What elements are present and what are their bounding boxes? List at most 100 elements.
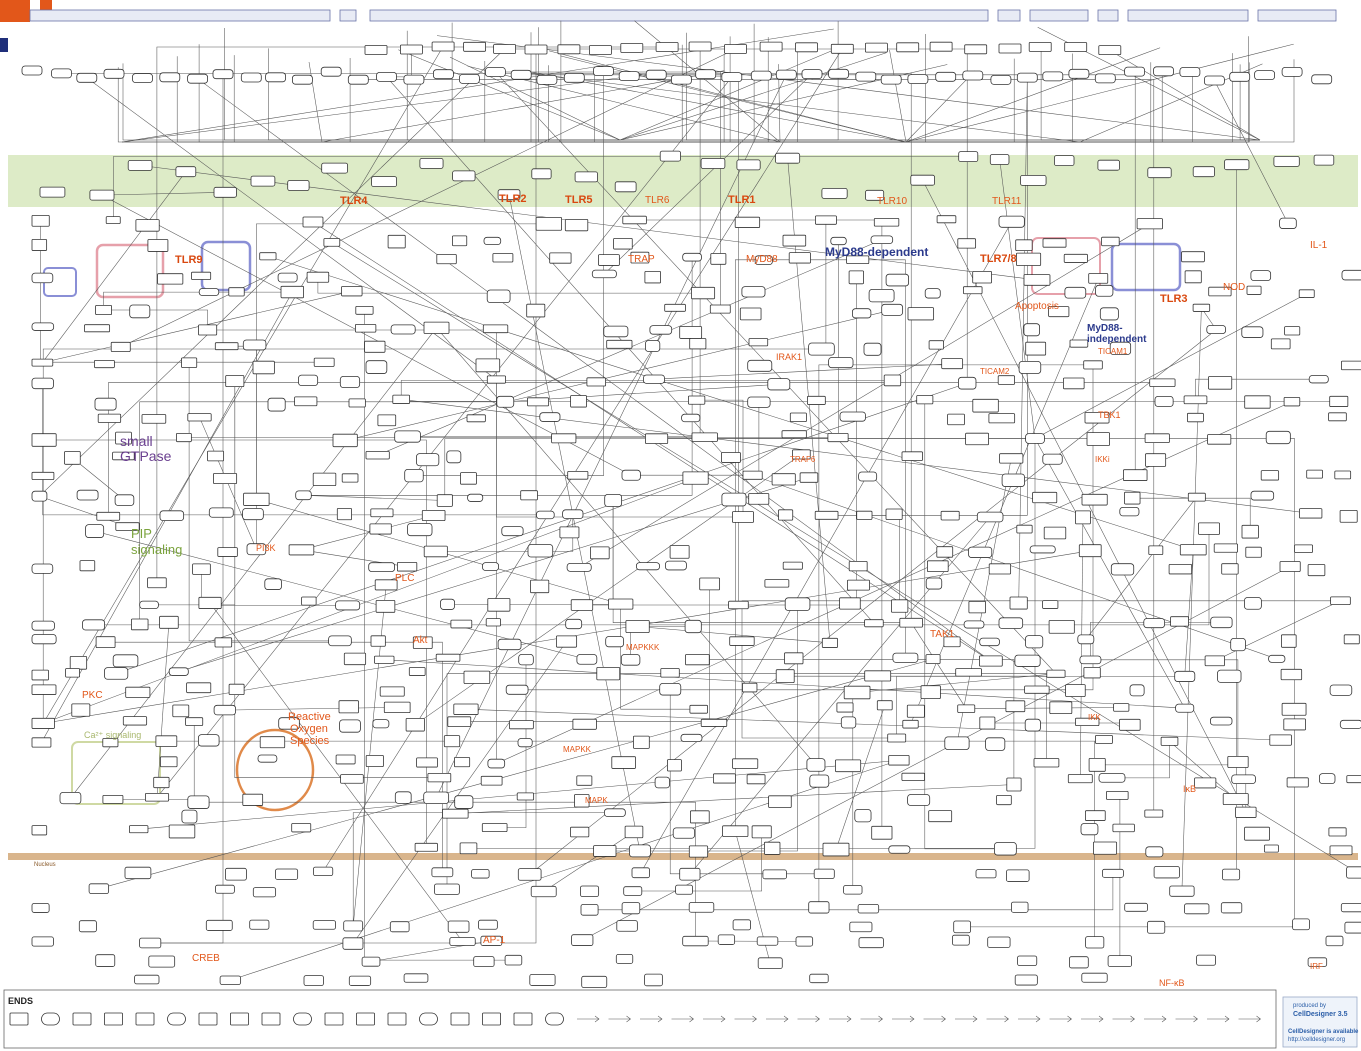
species-node [32, 670, 49, 680]
species-node [1137, 219, 1162, 229]
species-node [725, 45, 747, 54]
species-node [518, 869, 541, 881]
species-node [865, 620, 884, 627]
species-node [105, 668, 128, 680]
species-node [366, 755, 383, 766]
label-nfkb: NF-κB [1159, 978, 1185, 988]
species-node [156, 736, 177, 747]
species-node [1264, 845, 1278, 852]
species-node [1043, 454, 1062, 464]
species-node [355, 324, 375, 332]
reaction-edge [496, 402, 1292, 764]
species-node [729, 601, 749, 609]
label-ticam2: TICAM2 [980, 367, 1010, 376]
reaction-edge [539, 27, 1031, 142]
label-ikki: IKKi [1095, 455, 1110, 464]
species-node [1340, 720, 1361, 728]
species-node [104, 69, 124, 78]
species-node [1111, 564, 1133, 575]
species-node [936, 72, 956, 81]
species-node [973, 271, 992, 283]
species-node [123, 717, 146, 725]
species-node [1255, 71, 1275, 80]
species-node [722, 453, 741, 463]
species-node [1000, 454, 1023, 463]
species-node [371, 509, 393, 517]
species-node [1087, 433, 1110, 446]
species-node [893, 653, 918, 662]
species-node [176, 167, 196, 177]
species-node [840, 598, 861, 609]
species-node [980, 717, 995, 729]
species-node [1070, 340, 1088, 347]
species-node [125, 867, 151, 878]
species-node [742, 287, 765, 297]
species-node [485, 68, 505, 77]
species-node [1341, 361, 1361, 370]
species-node [1170, 886, 1194, 896]
species-node [966, 433, 989, 445]
legend-shape [42, 1013, 60, 1025]
species-node [199, 325, 217, 335]
species-node [215, 343, 238, 350]
species-node [844, 686, 870, 699]
species-node [488, 599, 510, 612]
species-node [952, 935, 969, 945]
species-node [160, 73, 180, 82]
species-node [999, 618, 1023, 629]
species-node [243, 794, 263, 805]
species-node [437, 254, 457, 263]
legend-shape [10, 1013, 28, 1025]
species-node [1282, 703, 1306, 715]
species-node [66, 669, 80, 678]
species-node [752, 826, 771, 838]
species-node [609, 599, 633, 609]
reaction-edge [753, 475, 1277, 659]
species-node [391, 325, 415, 334]
species-node [1330, 846, 1352, 855]
species-node [607, 340, 632, 348]
reaction-edge [906, 48, 1160, 142]
species-node [1284, 719, 1306, 730]
species-node [135, 975, 159, 984]
species-node [1231, 638, 1246, 650]
ligand-group-d [1128, 10, 1248, 21]
species-node [1207, 326, 1226, 334]
species-node [131, 619, 148, 630]
species-node [454, 704, 478, 714]
species-node [1161, 737, 1178, 745]
species-node [307, 272, 329, 282]
species-node [632, 868, 650, 878]
species-node [209, 508, 233, 517]
label-pkc: PKC [82, 690, 103, 701]
species-node [1064, 254, 1087, 262]
label-small: small [120, 433, 153, 449]
species-node [454, 757, 469, 766]
species-node [1043, 72, 1063, 81]
species-node [96, 955, 115, 967]
species-node [1017, 525, 1032, 533]
reaction-edge [654, 364, 952, 380]
species-node [487, 290, 510, 303]
species-node [1347, 867, 1361, 878]
species-node [691, 287, 714, 298]
species-node [356, 306, 373, 314]
species-node [852, 309, 870, 318]
species-node [1054, 156, 1074, 166]
species-node [32, 621, 54, 630]
species-node [872, 826, 892, 839]
species-node [592, 270, 616, 278]
species-node [268, 398, 285, 411]
species-node [1232, 775, 1256, 784]
species-node [683, 253, 702, 261]
species-node [1033, 492, 1057, 502]
species-node [1146, 847, 1163, 857]
species-node [959, 152, 978, 162]
species-node [796, 43, 818, 52]
species-node [1295, 545, 1313, 553]
label-mapk: MAPK [585, 796, 608, 805]
species-node [343, 938, 363, 949]
species-node [1100, 308, 1118, 320]
tlr9-endosome [202, 242, 250, 290]
species-node [77, 490, 98, 500]
